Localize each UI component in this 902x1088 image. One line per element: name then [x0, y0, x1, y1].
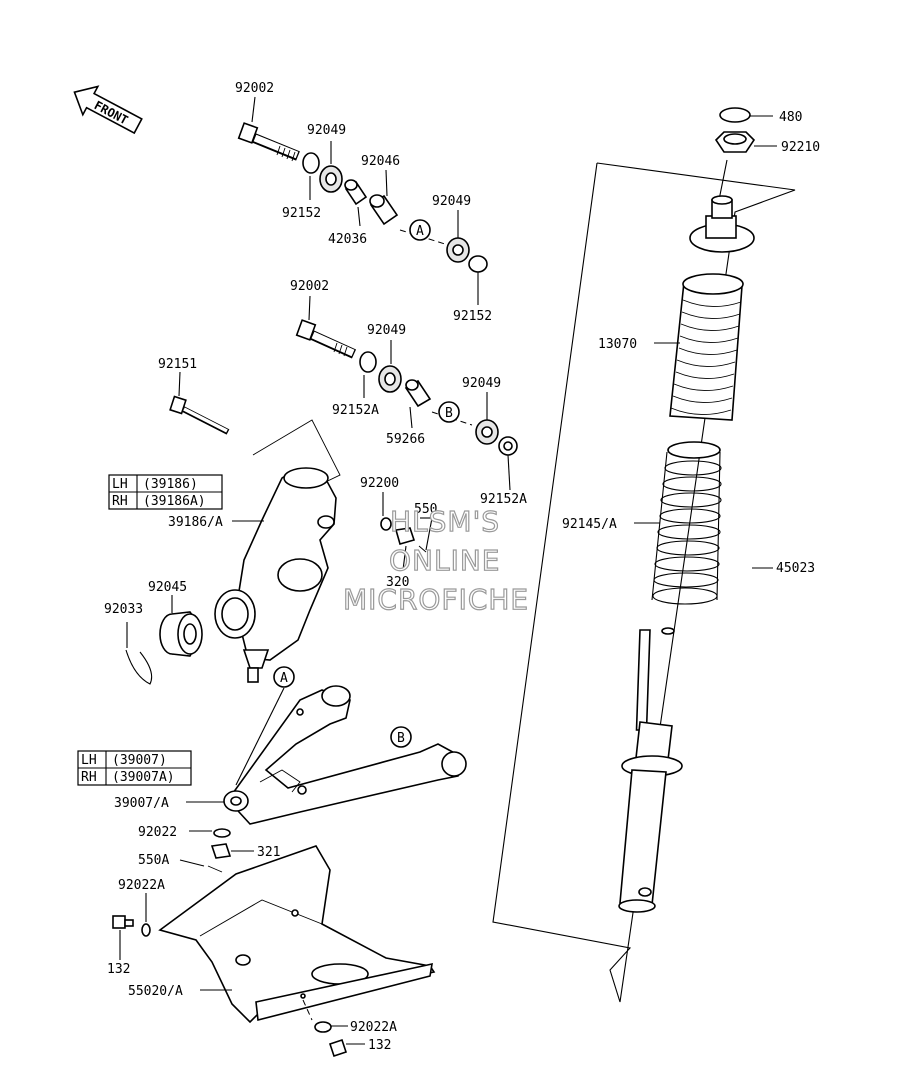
- svg-text:(39007): (39007): [112, 753, 167, 768]
- callout-92145a: 92145/A: [562, 517, 617, 532]
- callout-92002-upper: 92002: [235, 81, 274, 96]
- bolt-132-left[interactable]: [112, 915, 134, 929]
- svg-text:B: B: [397, 731, 405, 746]
- ref-marker-a-arm: A: [273, 666, 295, 688]
- circlip-92033[interactable]: [125, 649, 153, 685]
- callout-92049-c: 92049: [367, 323, 406, 338]
- svg-text:B: B: [445, 406, 453, 421]
- svg-text:RH: RH: [81, 770, 97, 785]
- callout-550a: 550A: [138, 853, 169, 868]
- shock-top-mount[interactable]: [689, 195, 755, 253]
- knuckle-assembly: [125, 371, 433, 685]
- callout-92022: 92022: [138, 825, 177, 840]
- callout-92049-a: 92049: [307, 123, 346, 138]
- callout-92049-d: 92049: [462, 376, 501, 391]
- svg-text:LH: LH: [112, 477, 128, 492]
- callout-92022a-left: 92022A: [118, 878, 165, 893]
- bearing-59266[interactable]: [404, 379, 432, 408]
- seal-92049-upper-b[interactable]: [446, 237, 470, 263]
- shock-absorber-assembly: [492, 107, 796, 1003]
- washer-92200[interactable]: [380, 517, 392, 531]
- upper-pivot-set: [237, 96, 488, 305]
- seal-92049-upper-a[interactable]: [319, 165, 343, 193]
- callout-55020a: 55020/A: [128, 984, 183, 999]
- callout-92152-a: 92152: [282, 206, 321, 221]
- callout-92002-lower: 92002: [290, 279, 329, 294]
- callout-92046: 92046: [361, 154, 400, 169]
- sleeve-42036[interactable]: [344, 179, 368, 206]
- nut-92210[interactable]: [714, 131, 756, 153]
- callout-132-right: 132: [368, 1038, 391, 1053]
- svg-text:(39186A): (39186A): [143, 494, 206, 509]
- callout-480: 480: [779, 110, 802, 125]
- svg-text:A: A: [416, 224, 424, 239]
- skid-plate-55020a[interactable]: [158, 845, 436, 1024]
- svg-text:A: A: [280, 671, 288, 686]
- callout-92152a-b: 92152A: [480, 492, 527, 507]
- callout-92022a-right: 92022A: [350, 1020, 397, 1035]
- bolt-92002-lower[interactable]: [295, 319, 357, 359]
- a-arm-39007[interactable]: [223, 685, 467, 825]
- nut-320[interactable]: [394, 527, 416, 545]
- callout-labels: 480 92210 92002 92049 92046 92049 92152 …: [104, 81, 820, 1053]
- watermark-line-2: ONLINE: [389, 544, 500, 577]
- callout-92152-b: 92152: [453, 309, 492, 324]
- ref-marker-b-lower: B: [438, 401, 460, 423]
- callout-39186a: 39186/A: [168, 515, 223, 530]
- callout-13070: 13070: [598, 337, 637, 352]
- collar-92152a-lower-b[interactable]: [498, 436, 518, 456]
- knuckle-39186[interactable]: [214, 467, 337, 683]
- damper-body[interactable]: [618, 627, 683, 913]
- collar-92152a-lower[interactable]: [359, 351, 377, 373]
- callout-92210: 92210: [781, 140, 820, 155]
- callout-132-left: 132: [107, 962, 130, 977]
- callout-92033: 92033: [104, 602, 143, 617]
- bolt-92002-upper[interactable]: [237, 122, 300, 162]
- callout-45023: 45023: [776, 561, 815, 576]
- watermark-line-1: HLSM'S: [390, 505, 500, 538]
- callout-92045: 92045: [148, 580, 187, 595]
- svg-text:LH: LH: [81, 753, 97, 768]
- washer-92022a-left[interactable]: [141, 923, 151, 937]
- watermark: HLSM'S ONLINE MICROFICHE: [342, 504, 529, 616]
- lower-pivot-set: [295, 295, 518, 491]
- callout-550: 550: [414, 502, 437, 517]
- washer-92022a-right[interactable]: [314, 1021, 332, 1033]
- svg-text:RH: RH: [112, 494, 128, 509]
- callout-42036: 42036: [328, 232, 367, 247]
- callout-92151: 92151: [158, 357, 197, 372]
- dust-boot-13070[interactable]: [669, 273, 744, 421]
- washer-92022[interactable]: [213, 828, 231, 838]
- clip-480[interactable]: [719, 107, 751, 123]
- callout-92152a-a: 92152A: [332, 403, 379, 418]
- bearing-92045[interactable]: [159, 611, 203, 657]
- bolt-92151[interactable]: [169, 395, 230, 435]
- collar-92152-upper-b[interactable]: [468, 255, 488, 273]
- knuckle-side-table: LH (39186) RH (39186A): [108, 474, 223, 510]
- nut-321[interactable]: [210, 843, 232, 859]
- bolt-132-right[interactable]: [328, 1038, 348, 1058]
- front-arrow-icon: FRONT: [73, 85, 143, 135]
- callout-59266: 59266: [386, 432, 425, 447]
- skid-plate-assembly: [112, 828, 436, 1058]
- seal-92049-lower-a[interactable]: [378, 365, 402, 393]
- ref-marker-b-arm: B: [390, 726, 412, 748]
- svg-text:(39007A): (39007A): [112, 770, 175, 785]
- callout-92049-b: 92049: [432, 194, 471, 209]
- spring-92145a[interactable]: [651, 441, 722, 605]
- svg-text:(39186): (39186): [143, 477, 198, 492]
- callout-92200: 92200: [360, 476, 399, 491]
- bearing-92046[interactable]: [369, 194, 399, 226]
- collar-92152-upper[interactable]: [302, 152, 320, 174]
- callout-321: 321: [257, 845, 280, 860]
- seal-92049-lower-b[interactable]: [475, 419, 499, 445]
- callout-320: 320: [386, 575, 409, 590]
- watermark-line-3: MICROFICHE: [343, 583, 529, 616]
- callout-39007a: 39007/A: [114, 796, 169, 811]
- lower-a-arm: [186, 685, 467, 825]
- ref-marker-a-upper: A: [409, 219, 431, 241]
- arm-side-table: LH (39007) RH (39007A): [77, 750, 192, 786]
